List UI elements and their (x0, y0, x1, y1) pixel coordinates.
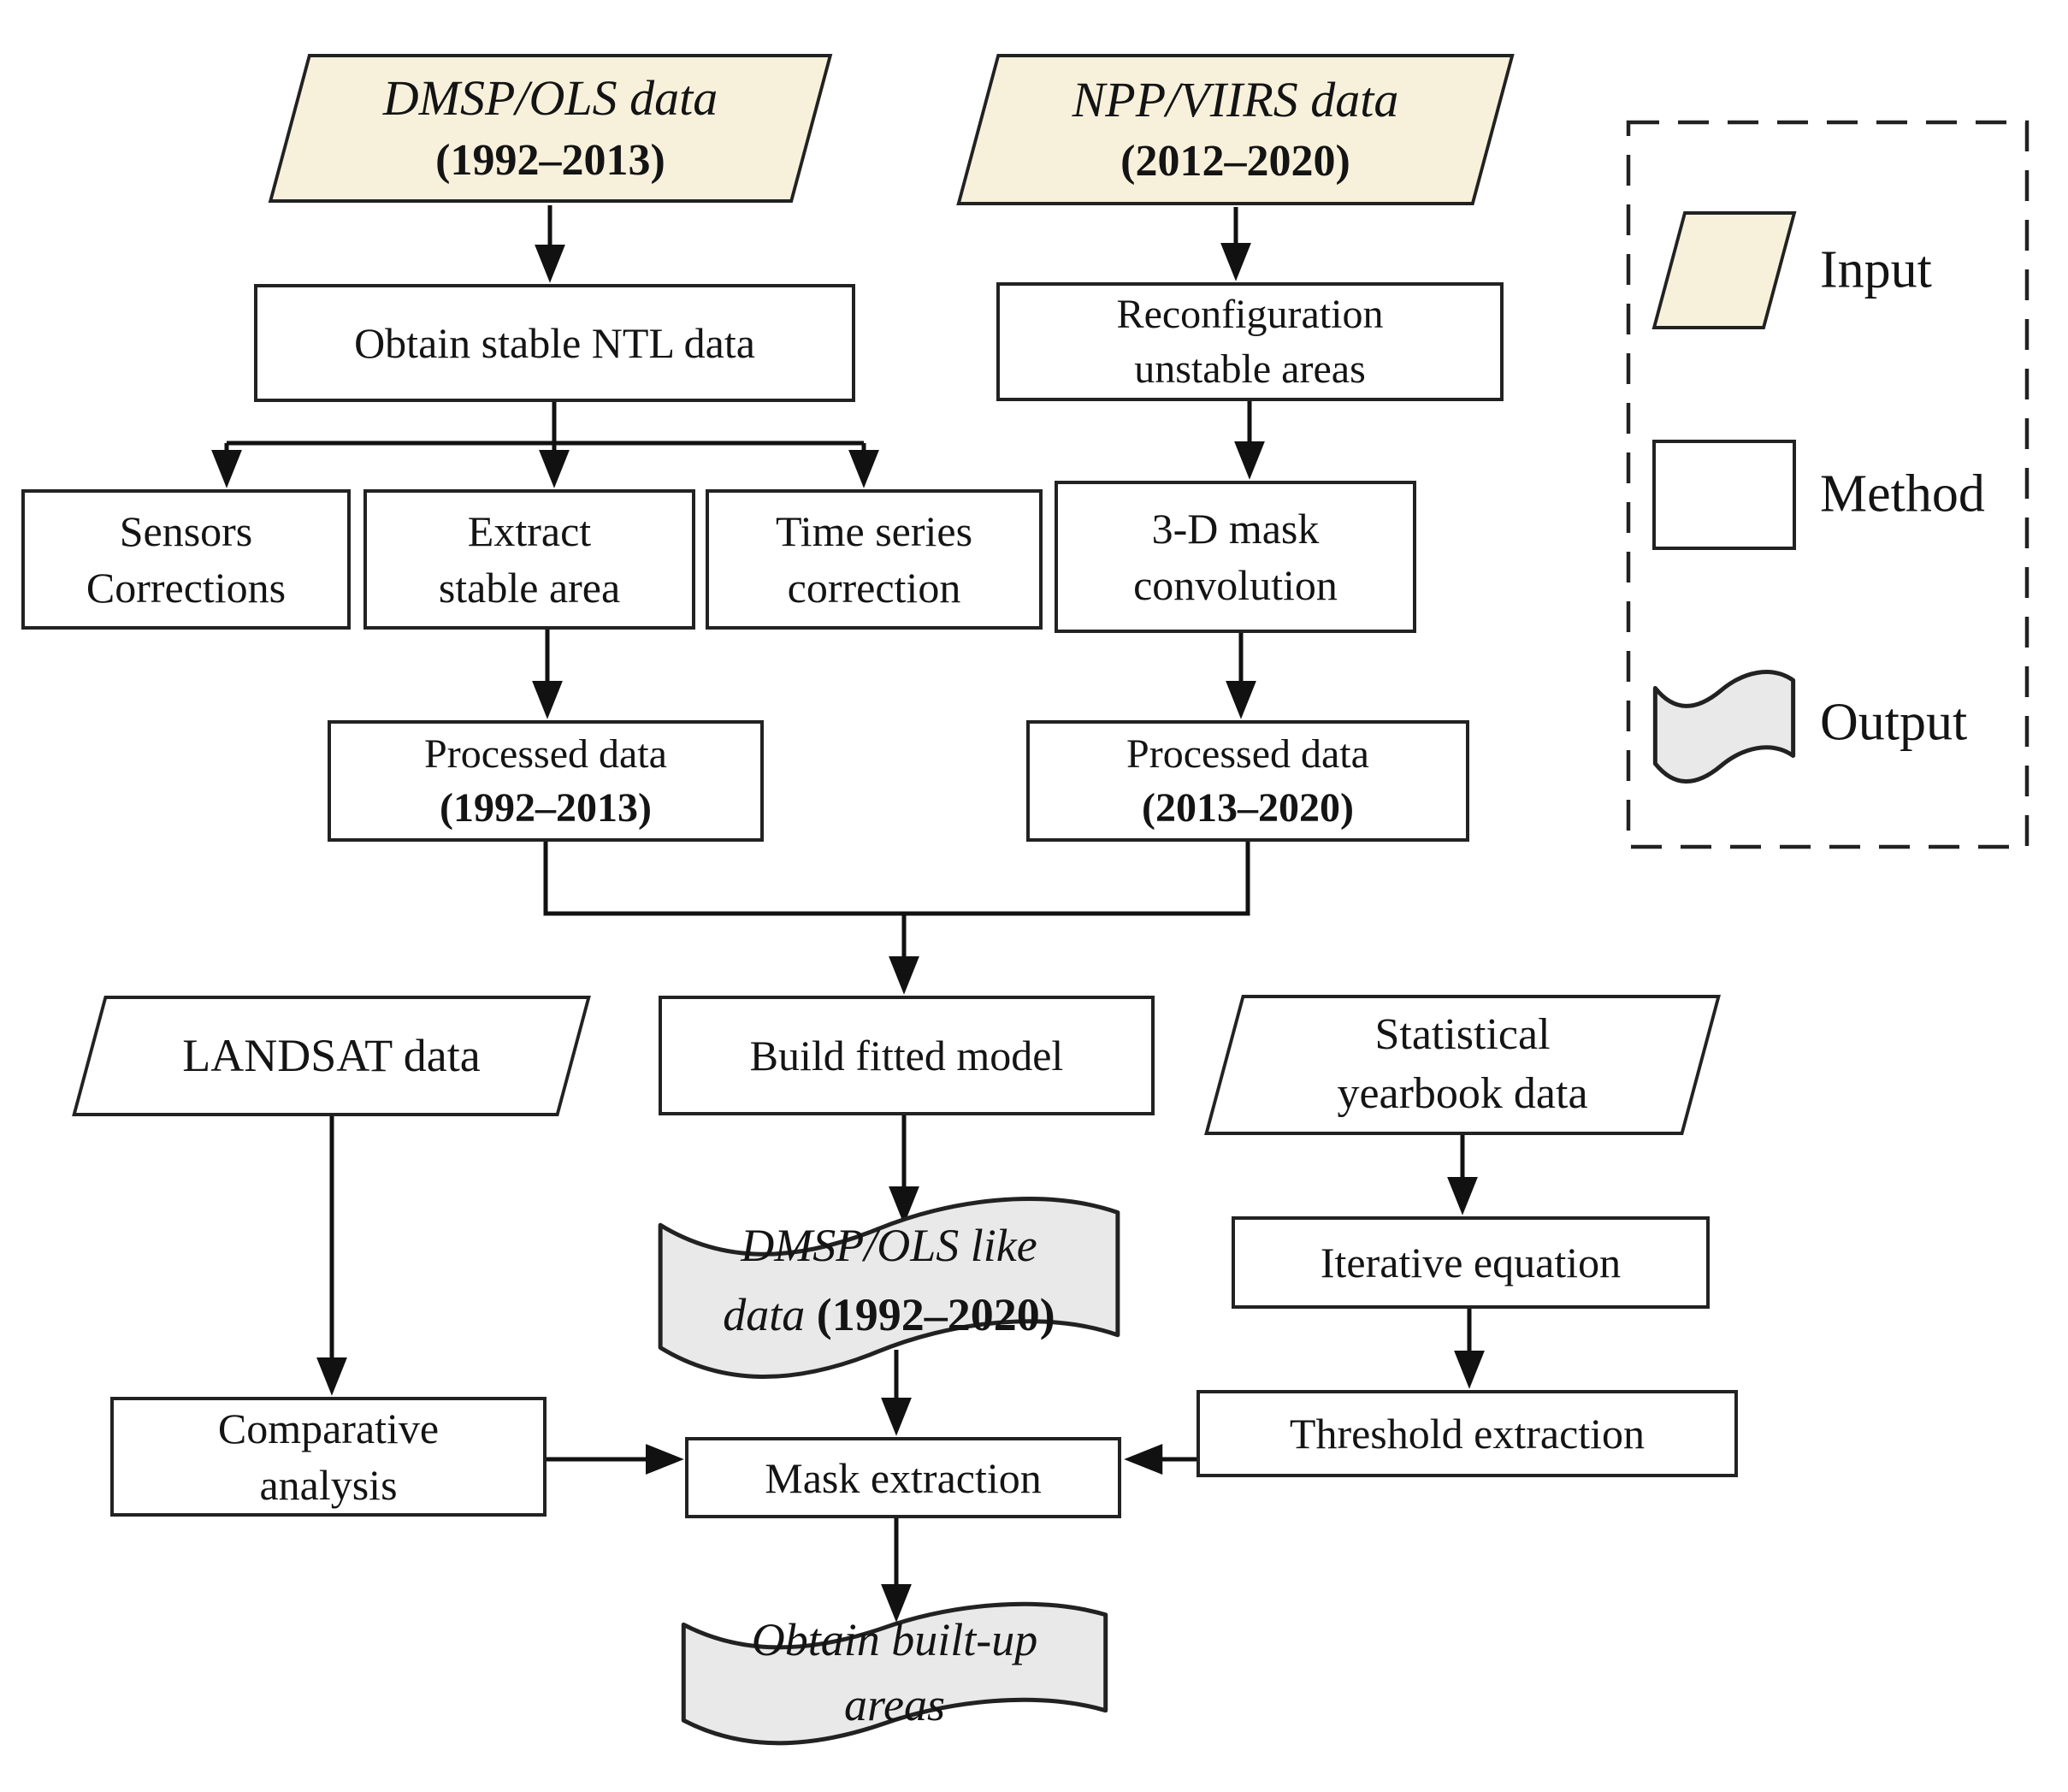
node-label-line2: (1992–2013) (435, 135, 665, 185)
node-label-line1: Reconfiguration (1116, 292, 1384, 338)
input-dmsp-ols-data: DMSP/OLS data (1992–2013) (268, 54, 833, 203)
node-label-line2: correction (787, 564, 961, 612)
legend-output-label: Output (1820, 693, 1968, 752)
legend-input-label: Input (1820, 240, 1932, 299)
process-time-series-correction: Time series correction (706, 489, 1043, 630)
node-label-line1: DMSP/OLS data (382, 70, 718, 127)
node-label-line1: 3-D mask (1151, 505, 1320, 553)
process-reconfiguration-unstable-areas: Reconfiguration unstable areas (996, 282, 1504, 401)
legend-output-swatch (1652, 657, 1796, 787)
legend-frame (1626, 120, 2030, 849)
process-sensors-corrections: Sensors Corrections (21, 489, 351, 630)
node-label-line1: Processed data (424, 730, 667, 777)
node-label-line1: Processed data (1126, 730, 1369, 777)
node-label: Mask extraction (765, 1450, 1042, 1506)
node-label: Threshold extraction (1290, 1405, 1645, 1462)
node-label-line1: Build fitted model (749, 1032, 1064, 1079)
node-label: Processed data (2013–2020) (1126, 727, 1369, 836)
output-obtain-built-up-areas: Obtain built-up areas (675, 1585, 1114, 1750)
process-comparative-analysis: Comparative analysis (110, 1397, 547, 1517)
node-label: Processed data (1992–2013) (424, 727, 667, 836)
process-build-fitted-model: Build fitted model (659, 996, 1155, 1115)
node-label: Build fitted model (750, 1027, 1064, 1084)
node-label: Reconfiguration unstable areas (1117, 287, 1384, 396)
node-label-line1: Statistical (1374, 1010, 1551, 1060)
legend-method-swatch (1652, 440, 1796, 550)
node-label-line1: LANDSAT data (182, 1029, 481, 1081)
node-label-line2: convolution (1133, 561, 1338, 609)
node-label-line2: areas (844, 1678, 945, 1730)
input-statistical-yearbook-data: Statistical yearbook data (1204, 995, 1721, 1135)
node-label-line1: Threshold extraction (1289, 1410, 1646, 1458)
flag-shape (651, 1174, 1127, 1386)
parallelogram-shape (1651, 211, 1797, 329)
node-label: Extract stable area (439, 503, 620, 616)
node-label-line1: Comparative (217, 1405, 440, 1452)
process-iterative-equation: Iterative equation (1232, 1216, 1710, 1309)
node-label: Obtain built-up areas (752, 1598, 1038, 1737)
process-obtain-stable-ntl-data: Obtain stable NTL data (254, 284, 855, 402)
process-processed-data-1992-2013: Processed data (1992–2013) (328, 720, 764, 842)
process-processed-data-2013-2020: Processed data (2013–2020) (1026, 720, 1469, 842)
process-threshold-extraction: Threshold extraction (1196, 1390, 1738, 1477)
node-label-line2: yearbook data (1337, 1069, 1588, 1118)
node-label-line1: Iterative equation (1320, 1239, 1622, 1286)
node-label-line2: data (1992–2020) (723, 1280, 1055, 1350)
node-label: NPP/VIIRS data (2012–2020) (1072, 68, 1399, 192)
input-landsat-data: LANDSAT data (72, 996, 591, 1116)
flag-shape (675, 1585, 1114, 1750)
edge-merge-rail (543, 842, 1250, 916)
flag-shape (1652, 657, 1796, 787)
node-label-line2: (2013–2020) (1142, 785, 1354, 831)
node-label-line2: stable area (438, 564, 621, 612)
node-label: Obtain stable NTL data (354, 315, 755, 371)
node-label-line1: Extract (467, 507, 592, 555)
node-label: Comparative analysis (218, 1400, 439, 1513)
node-label-line2: (2012–2020) (1120, 137, 1350, 186)
legend-method-label: Method (1820, 464, 1985, 523)
node-label: Sensors Corrections (86, 503, 286, 616)
node-label-line1: Time series (775, 507, 973, 555)
output-dmsp-ols-like-data: DMSP/OLS like data (1992–2020) (651, 1174, 1127, 1386)
node-label-line1: NPP/VIIRS data (1072, 71, 1399, 127)
node-label-line2-data: data (723, 1288, 806, 1340)
node-label: 3-D mask convolution (1133, 500, 1338, 613)
node-label: Statistical yearbook data (1337, 1006, 1587, 1123)
node-label-line2: (1992–2013) (440, 785, 652, 831)
node-label: LANDSAT data (182, 1026, 480, 1086)
node-label: Iterative equation (1321, 1234, 1621, 1291)
node-label-line1: Obtain stable NTL data (354, 319, 755, 367)
node-label: Time series correction (776, 503, 972, 616)
process-3d-mask-convolution: 3-D mask convolution (1055, 481, 1416, 633)
node-label-line1: Mask extraction (765, 1453, 1042, 1502)
node-label-line1: Obtain built-up (751, 1613, 1038, 1665)
node-label-line2: Corrections (86, 564, 287, 612)
node-label: DMSP/OLS data (1992–2013) (383, 66, 718, 190)
process-mask-extraction: Mask extraction (685, 1437, 1121, 1518)
process-extract-stable-area: Extract stable area (363, 489, 695, 630)
node-label-line2: analysis (259, 1461, 398, 1509)
node-label-line2-years: (1992–2020) (816, 1288, 1055, 1340)
node-label-line2: unstable areas (1134, 346, 1366, 392)
node-label-line1: DMSP/OLS like (741, 1219, 1037, 1271)
node-label-line1: Sensors (119, 507, 253, 555)
node-label: DMSP/OLS like data (1992–2020) (723, 1211, 1055, 1350)
input-npp-viirs-data: NPP/VIIRS data (2012–2020) (956, 54, 1515, 205)
legend-input-swatch (1651, 211, 1797, 329)
